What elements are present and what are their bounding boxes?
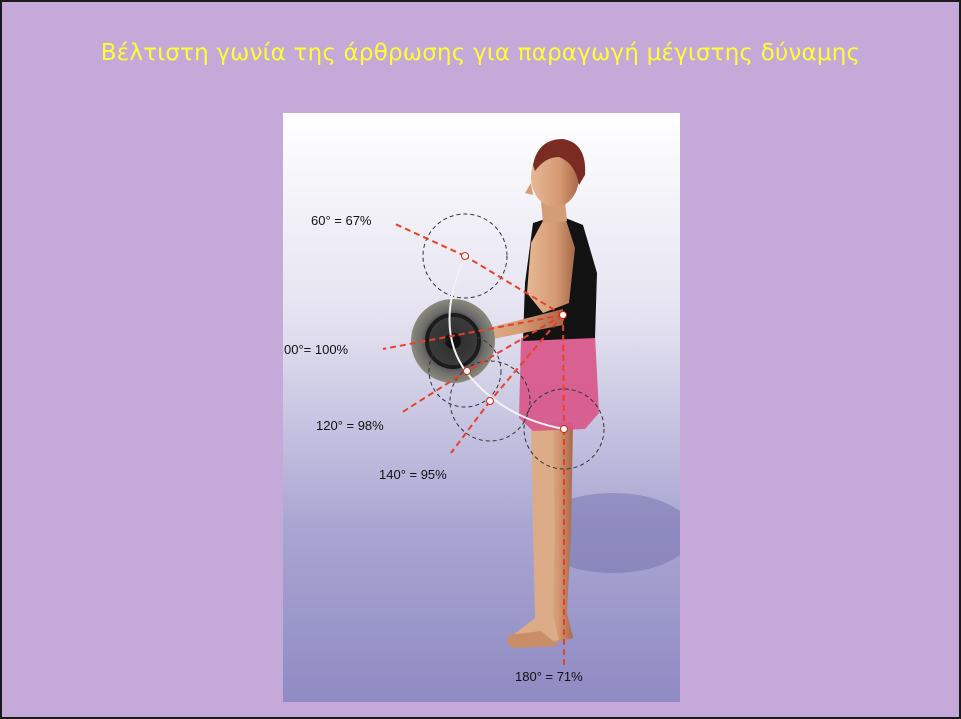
slide-title: Βέλτιστη γωνία της άρθρωσης για παραγωγή… bbox=[2, 40, 959, 66]
shorts bbox=[519, 335, 599, 431]
biceps-curl-illustration: 60° = 67% 00°= 100% 120° = 98% 140° = 95… bbox=[283, 113, 680, 702]
angle-label-100: 00°= 100% bbox=[284, 342, 349, 357]
angle-label-60: 60° = 67% bbox=[311, 213, 372, 228]
angle-label-180: 180° = 71% bbox=[515, 669, 583, 684]
illustration-background bbox=[283, 113, 680, 702]
illustration-svg: 60° = 67% 00°= 100% 120° = 98% 140° = 95… bbox=[283, 113, 680, 702]
angle-label-140: 140° = 95% bbox=[379, 467, 447, 482]
angle-label-120: 120° = 98% bbox=[316, 418, 384, 433]
